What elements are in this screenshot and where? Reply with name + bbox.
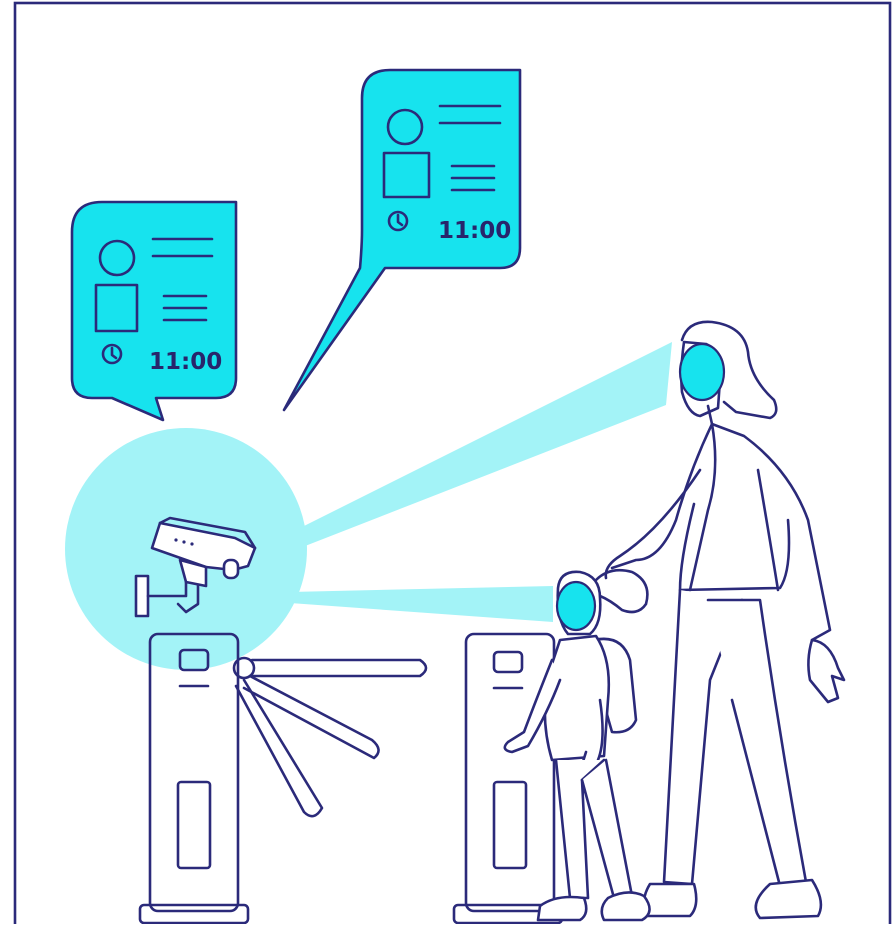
turnstile-arm-diagonal [244, 676, 379, 758]
turnstile-arm-lower [236, 680, 322, 816]
info-bubble-right: 11:00 [284, 70, 520, 410]
turnstile-right-post [466, 634, 554, 911]
child-face-scan [557, 582, 595, 630]
beam-to-woman [300, 342, 672, 548]
info-bubble-left: 11:00 [72, 202, 236, 420]
bubble-left-time: 11:00 [149, 349, 222, 375]
turnstile-arm-horizontal [252, 660, 426, 676]
turnstile-left [140, 634, 426, 923]
turnstile-left-post [150, 634, 238, 911]
turnstile-left-base [140, 905, 248, 923]
bubble-right-time: 11:00 [438, 218, 511, 244]
beam-to-child [290, 586, 553, 622]
woman-face-scan [680, 344, 724, 400]
